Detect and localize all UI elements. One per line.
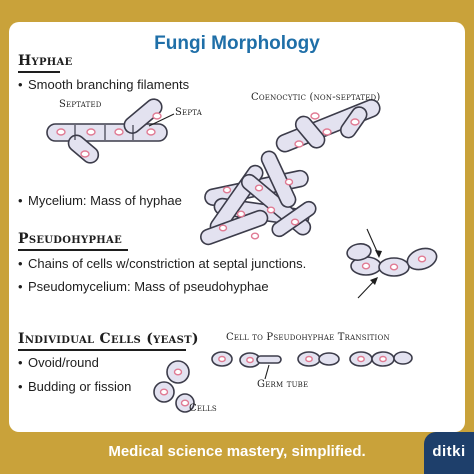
page-title: Fungi Morphology bbox=[154, 33, 320, 54]
pseudohyphae-bullet-2: • Pseudomycelium: Mass of pseudohyphae bbox=[18, 279, 269, 294]
cells-label: Cells bbox=[189, 403, 217, 414]
footer: Medical science mastery, simplified. dit… bbox=[0, 432, 474, 474]
yeast-cells-illustration bbox=[153, 360, 195, 413]
constriction-arrows bbox=[357, 228, 382, 299]
septa-pointer-line bbox=[148, 113, 175, 127]
cells-bullet-2: • Budding or fission bbox=[18, 379, 131, 394]
pseudohyphae-bullet-2-text: Pseudomycelium: Mass of pseudohyphae bbox=[28, 279, 269, 294]
hyphae-bullet-1-text: Smooth branching filaments bbox=[28, 77, 190, 92]
coenocytic-label: Coenocytic (non-septated) bbox=[251, 92, 381, 103]
bullet-dot: • bbox=[18, 77, 23, 92]
bullet-dot: • bbox=[18, 279, 23, 294]
septated-label: Septated bbox=[59, 99, 102, 110]
brand-logo-text: ditki bbox=[432, 443, 466, 460]
bullet-dot: • bbox=[18, 379, 23, 394]
hyphae-heading-underline bbox=[18, 71, 60, 73]
illustrations: .c { fill: #e3e2f0; stroke: #3c3c4a; str… bbox=[46, 98, 438, 413]
germ-tube-pointer-line bbox=[264, 364, 270, 380]
pseudohyphae-bullet-1-text: Chains of cells w/constriction at septal… bbox=[28, 256, 307, 271]
cells-bullet-1: • Ovoid/round bbox=[18, 355, 99, 370]
bullet-dot: • bbox=[18, 355, 23, 370]
coenocytic-hyphae-illustration bbox=[275, 99, 381, 153]
cells-bullet-2-text: Budding or fission bbox=[28, 379, 132, 394]
transition-illustration bbox=[211, 351, 413, 368]
germ-tube-label: Germ tube bbox=[257, 379, 309, 390]
septa-label: Septa bbox=[175, 107, 203, 118]
cells-bullet-1-text: Ovoid/round bbox=[28, 355, 99, 370]
footer-tagline: Medical science mastery, simplified. bbox=[108, 443, 366, 460]
pseudohyphae-heading: Pseudohyphae bbox=[18, 231, 123, 247]
pseudohyphae-illustration bbox=[346, 243, 438, 277]
transition-label: Cell to Pseudohyphae Transition bbox=[226, 332, 390, 343]
individual-cells-heading: Individual Cells (yeast) bbox=[18, 331, 199, 347]
bullet-dot: • bbox=[18, 193, 23, 208]
individual-cells-heading-underline bbox=[18, 349, 186, 351]
pseudohyphae-bullet-1: • Chains of cells w/constriction at septa… bbox=[18, 256, 306, 271]
septated-hyphae-illustration bbox=[46, 98, 168, 164]
content-card: .c { fill: #e3e2f0; stroke: #3c3c4a; str… bbox=[9, 22, 465, 432]
hyphae-bullet-2: • Mycelium: Mass of hyphae bbox=[18, 193, 182, 208]
bullet-dot: • bbox=[18, 256, 23, 271]
hyphae-bullet-1: • Smooth branching filaments bbox=[18, 77, 189, 92]
pseudohyphae-heading-underline bbox=[18, 249, 128, 251]
mycelium-illustration bbox=[200, 150, 317, 246]
hyphae-bullet-2-text: Mycelium: Mass of hyphae bbox=[28, 193, 182, 208]
brand-logo[interactable]: ditki bbox=[424, 432, 474, 474]
hyphae-heading: Hyphae bbox=[18, 53, 73, 69]
